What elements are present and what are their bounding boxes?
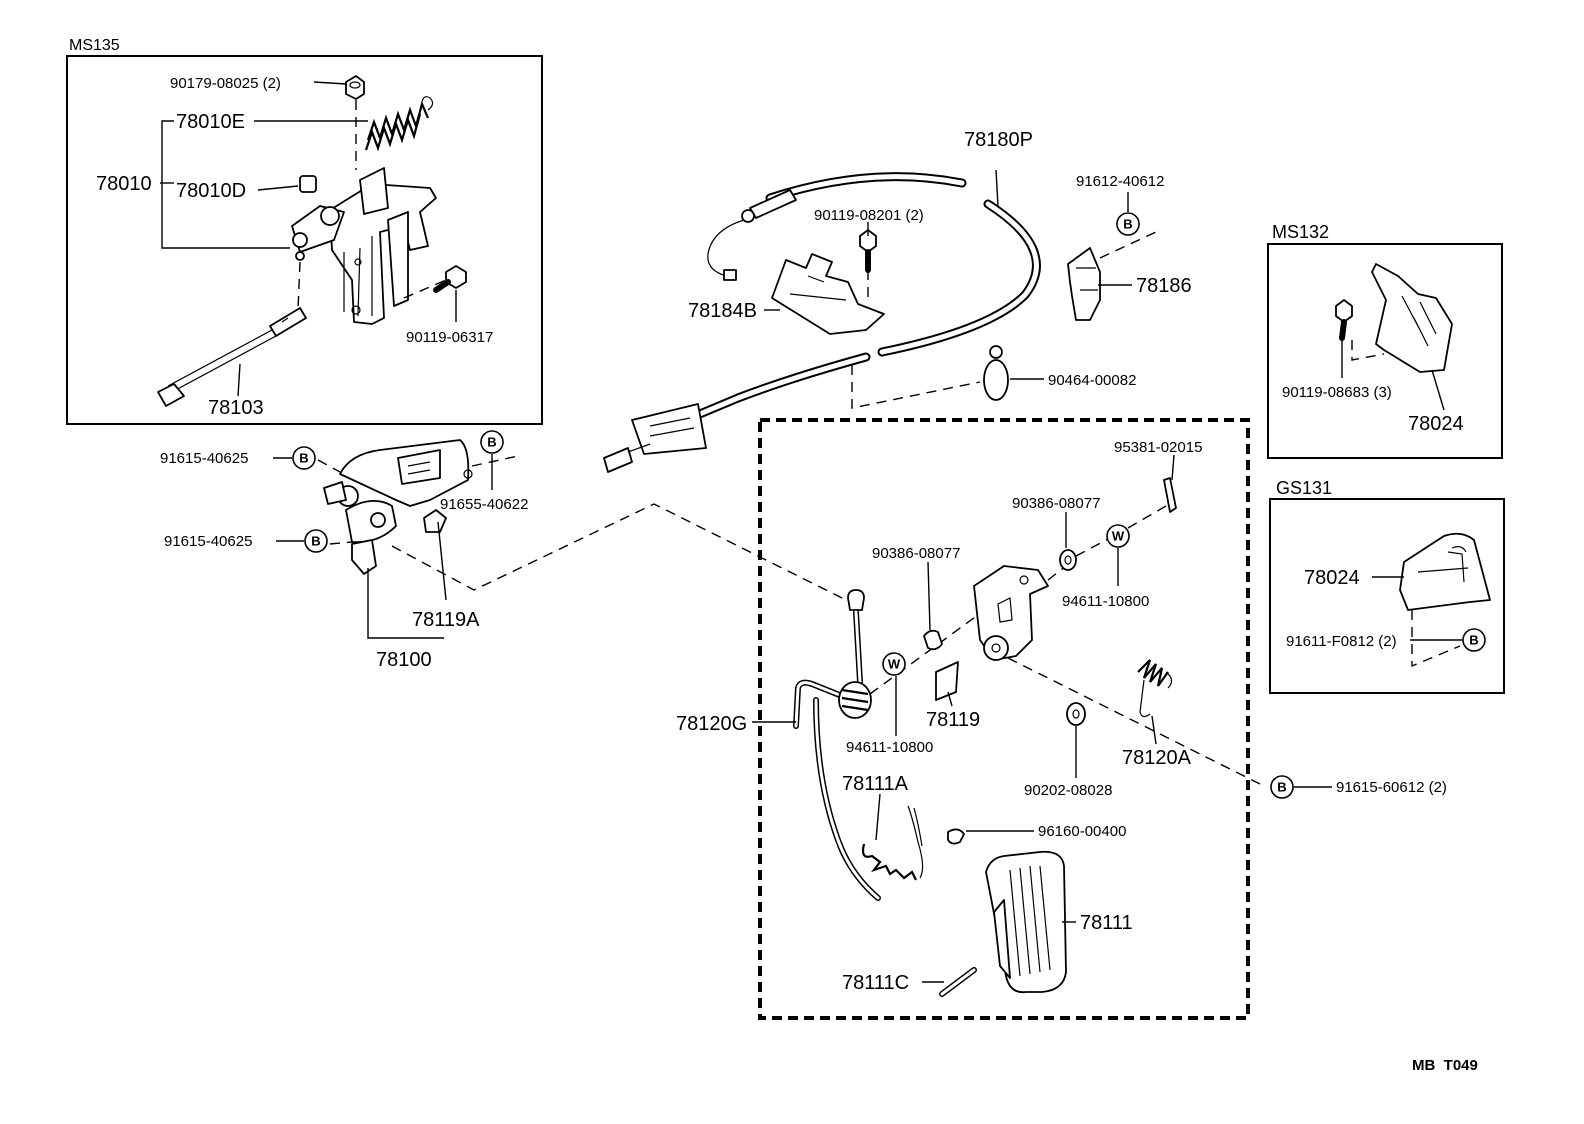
marker-w-94611-10800-left: W [882,652,906,676]
pedal-assembly-frame [758,418,1250,1020]
cable-78103 [157,307,307,407]
gs131-group-label: GS131 [1276,478,1332,498]
cushion-78010d [299,175,317,193]
clamp-90464-00082 [983,345,1009,401]
svg-text:W: W [1112,529,1125,544]
label-91615-40625-top: 91615-40625 [160,450,248,467]
pedal-arm-78120g [793,589,881,901]
svg-text:W: W [888,657,901,672]
svg-text:B: B [487,435,496,450]
label-78024-gs131: 78024 [1304,567,1360,589]
marker-b-91611-f0812: B [1462,628,1486,652]
spring-78010e [364,96,434,152]
ms132-group-frame [1267,243,1503,459]
ms135-parts [157,75,467,407]
washer-90202-08028 [1066,702,1086,726]
spring-78120a [1137,659,1173,718]
label-78111c: 78111C [842,972,909,994]
bracket-78024-gs131 [1399,532,1491,611]
stopper-78119 [935,661,959,701]
label-78119: 78119 [926,709,980,731]
svg-text:B: B [1469,633,1478,648]
marker-b-91612-40612: B [1116,212,1140,236]
marker-b-91615-60612: B [1270,775,1294,799]
label-90119-06317: 90119-06317 [406,329,493,346]
label-91655-40622: 91655-40622 [440,496,528,513]
label-91615-60612: 91615-60612 (2) [1336,779,1447,796]
bushing-90386-08077-left [923,629,943,651]
pedal-support-bracket [973,565,1049,661]
pedal-bracket-78100 [323,439,473,575]
pin-78111c [939,967,977,997]
label-91611-f0812: 91611-F0812 (2) [1286,633,1397,650]
label-78111a: 78111A [842,773,909,795]
label-78111: 78111 [1080,912,1133,934]
bracket-78024-ms132 [1371,263,1453,373]
label-78010d: 78010D [176,180,246,202]
spring-78111a [861,805,924,881]
nut-90179-08025 [345,75,365,100]
label-90119-08683: 90119-08683 (3) [1282,384,1392,401]
ms135-group-frame [66,55,543,425]
label-78010: 78010 [96,173,152,195]
label-78186: 78186 [1136,275,1192,297]
clip-96160-00400 [947,828,965,845]
label-78119a: 78119A [412,609,480,631]
bracket-78184b [771,253,885,335]
marker-b-91655-40622: B [480,430,504,454]
svg-text:B: B [299,451,308,466]
label-90179-08025: 90179-08025 (2) [170,75,281,92]
cushion-78119a [423,509,447,533]
bolt-90119-08201 [859,229,877,300]
bracket-78010 [291,167,437,325]
label-95381-02015: 95381-02015 [1114,439,1202,456]
label-91612-40612: 91612-40612 [1076,173,1164,190]
bolt-90119-06317 [403,265,467,299]
label-91615-40625-bottom: 91615-40625 [164,533,252,550]
label-90386-08077-left: 90386-08077 [872,545,960,562]
diagram-code: MB T049 [1412,1057,1478,1074]
ms132-group-label: MS132 [1272,222,1329,242]
label-78180p: 78180P [964,129,1033,151]
pedal-pad-78111 [985,850,1067,994]
label-96160-00400: 96160-00400 [1038,823,1126,840]
label-94611-10800-left: 94611-10800 [846,739,933,756]
label-78024-ms132: 78024 [1408,413,1464,435]
label-90464-00082: 90464-00082 [1048,372,1136,389]
marker-b-91615-40625-bottom: B [304,529,328,553]
svg-text:B: B [1123,217,1132,232]
label-78103: 78103 [208,397,264,419]
bushing-90386-08077-right [1059,549,1077,571]
ms135-group-label: MS135 [69,37,120,54]
svg-text:B: B [1277,780,1286,795]
label-90202-08028: 90202-08028 [1024,782,1112,799]
bolt-90119-08683 [1335,299,1353,341]
label-78184b: 78184B [688,300,757,322]
marker-w-94611-10800-right: W [1106,524,1130,548]
label-94611-10800-right: 94611-10800 [1062,593,1149,610]
label-78120g: 78120G [676,713,747,735]
label-78120a: 78120A [1122,747,1192,769]
cotter-pin-95381-02015 [1163,477,1177,513]
label-90386-08077-right: 90386-08077 [1012,495,1100,512]
label-78100: 78100 [376,649,432,671]
label-90119-08201: 90119-08201 (2) [814,207,924,224]
marker-b-91615-40625-top: B [292,446,316,470]
cable-78180p [603,172,1041,473]
svg-text:B: B [311,534,320,549]
gs131-group-frame [1269,498,1505,694]
label-78010e: 78010E [176,111,245,133]
bracket-78186 [1067,231,1157,321]
